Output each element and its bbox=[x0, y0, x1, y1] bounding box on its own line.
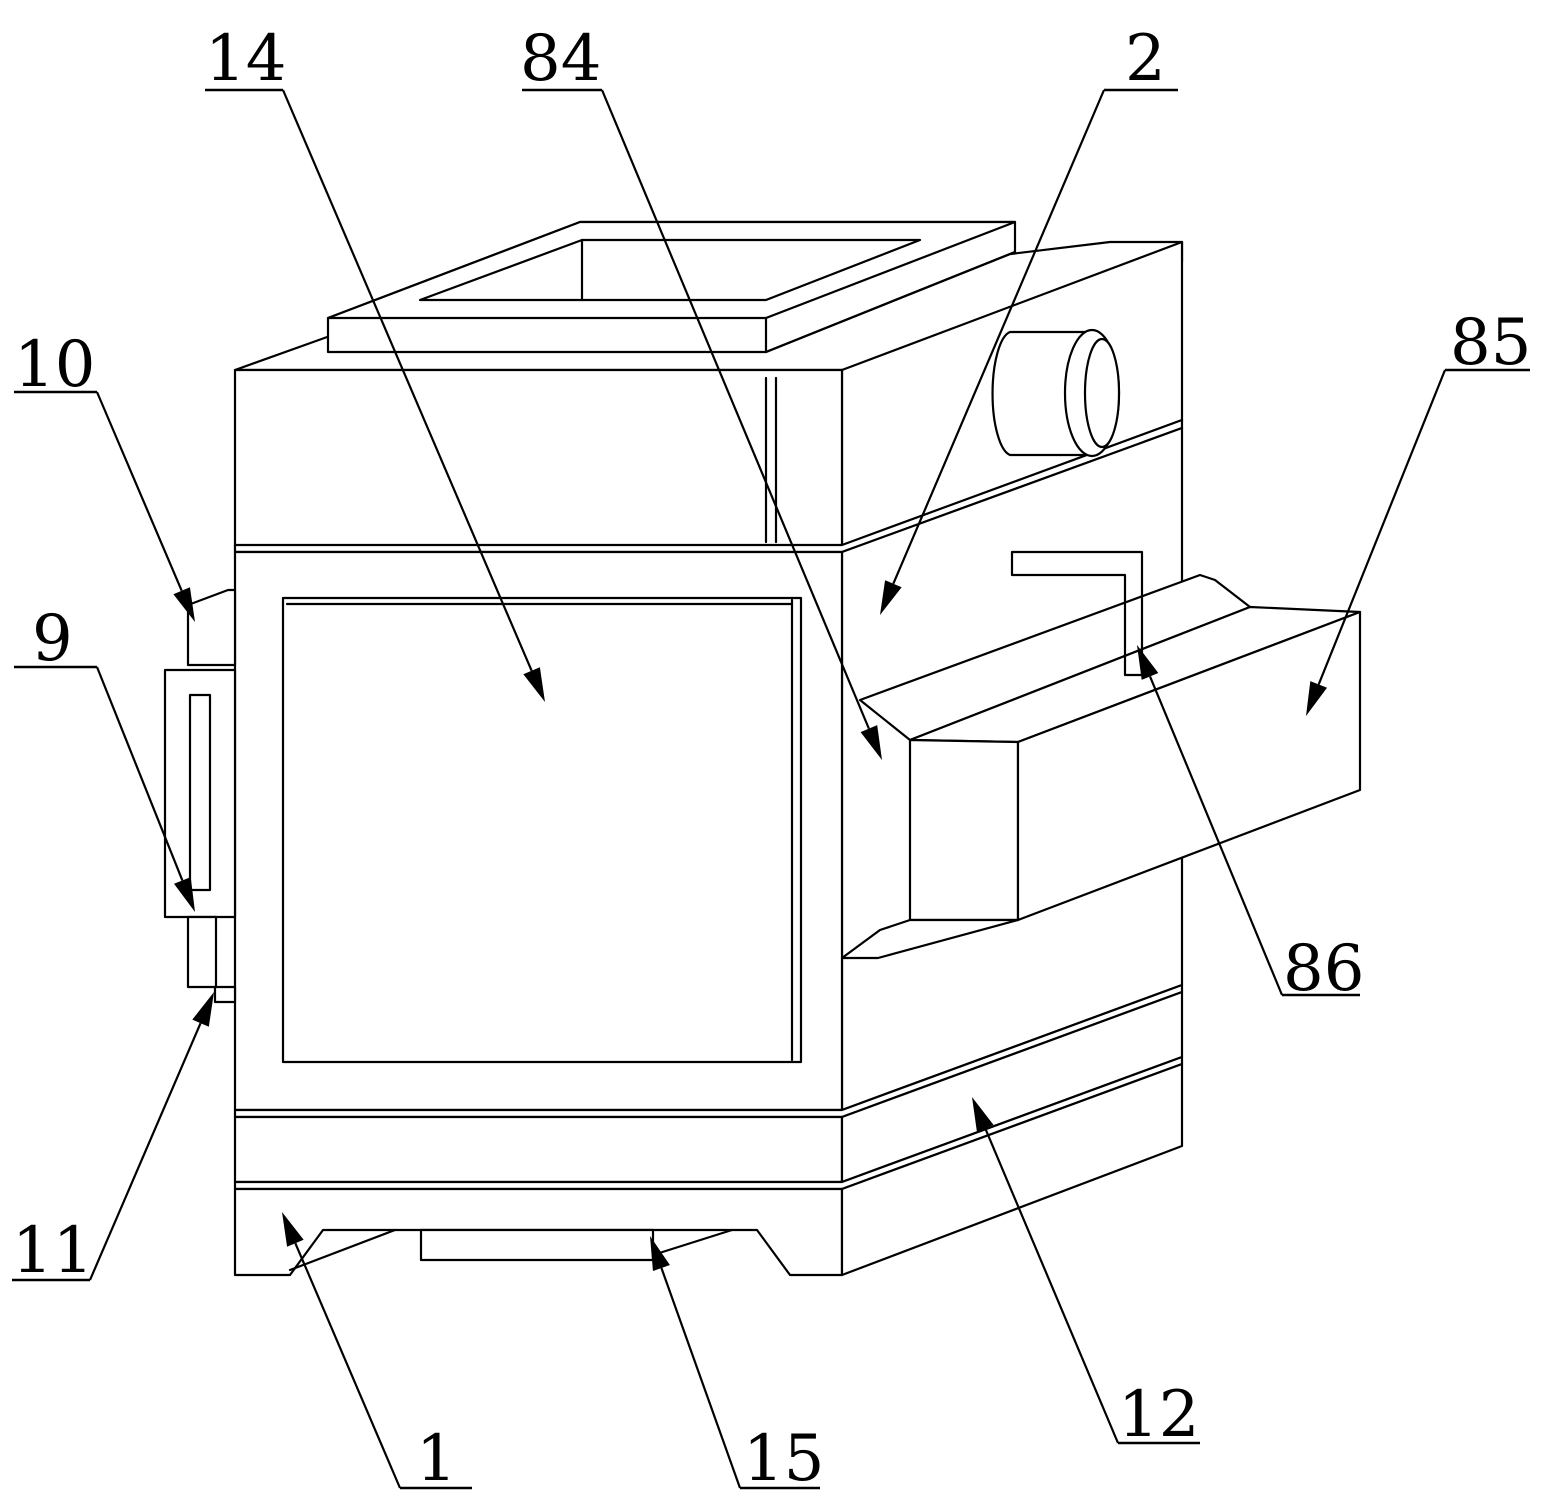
label-86: 86 bbox=[1283, 932, 1364, 1006]
arrowhead-15 bbox=[650, 1236, 670, 1272]
motor-cylinder bbox=[991, 328, 1121, 458]
leader-line-2 bbox=[892, 89, 1106, 585]
pipe-11 bbox=[186, 915, 218, 989]
leader-line-15 bbox=[660, 1267, 742, 1489]
label-12: 12 bbox=[1118, 1378, 1199, 1452]
label-14: 14 bbox=[205, 22, 286, 96]
leader-line-14 bbox=[281, 89, 533, 672]
leader-line-10 bbox=[95, 391, 183, 592]
arrowhead-85 bbox=[1306, 681, 1328, 716]
leader-line-1 bbox=[294, 1242, 402, 1489]
feed-hopper bbox=[326, 220, 1017, 354]
arrowhead-9 bbox=[174, 877, 195, 912]
chute-front bbox=[908, 738, 1020, 922]
gauge-window bbox=[188, 693, 212, 892]
leader-line-12 bbox=[984, 1127, 1120, 1444]
hopper-opening bbox=[418, 238, 922, 302]
arrowhead-2 bbox=[880, 580, 902, 615]
arrowhead-11 bbox=[192, 992, 214, 1027]
arrowhead-10 bbox=[173, 587, 195, 622]
bottom-tray bbox=[419, 1228, 655, 1262]
left-assembly bbox=[163, 588, 237, 1004]
arrowhead-1 bbox=[282, 1212, 304, 1247]
base-section bbox=[233, 1115, 844, 1184]
label-11: 11 bbox=[12, 1214, 93, 1288]
leader-line-85 bbox=[1317, 369, 1447, 685]
label-85: 85 bbox=[1450, 306, 1531, 380]
chute-bottom-lip bbox=[840, 918, 1020, 960]
leader-line-9 bbox=[95, 666, 184, 881]
arrowhead-86 bbox=[1137, 645, 1159, 680]
reference-labels: 14 84 2 85 10 9 86 11 12 1 15 bbox=[12, 22, 1531, 1496]
arrowhead-14 bbox=[523, 667, 545, 702]
leader-lines bbox=[12, 88, 1530, 1490]
leader-line-86 bbox=[1148, 675, 1284, 996]
leader-line-84 bbox=[600, 89, 870, 730]
chute-top-lip bbox=[858, 573, 1252, 742]
base-frame-side bbox=[840, 1062, 1184, 1277]
motor-shaft-ring bbox=[1083, 337, 1121, 449]
label-1: 1 bbox=[416, 1422, 457, 1496]
leader-line-11 bbox=[88, 1022, 202, 1281]
discharge-chute bbox=[840, 550, 1362, 960]
access-door bbox=[281, 596, 803, 1064]
pipe-elbow bbox=[213, 985, 237, 1004]
arrowhead-12 bbox=[972, 1097, 994, 1132]
label-9: 9 bbox=[32, 602, 73, 676]
label-15: 15 bbox=[743, 1422, 824, 1496]
label-2: 2 bbox=[1125, 22, 1166, 96]
label-10: 10 bbox=[14, 328, 95, 402]
chute-side bbox=[1016, 610, 1362, 922]
motor-body bbox=[991, 330, 1087, 457]
front-top-housing bbox=[233, 368, 844, 550]
label-84: 84 bbox=[520, 22, 601, 96]
connector-10 bbox=[186, 588, 237, 667]
arrowhead-84 bbox=[860, 725, 882, 760]
handle-86 bbox=[1010, 550, 1144, 677]
